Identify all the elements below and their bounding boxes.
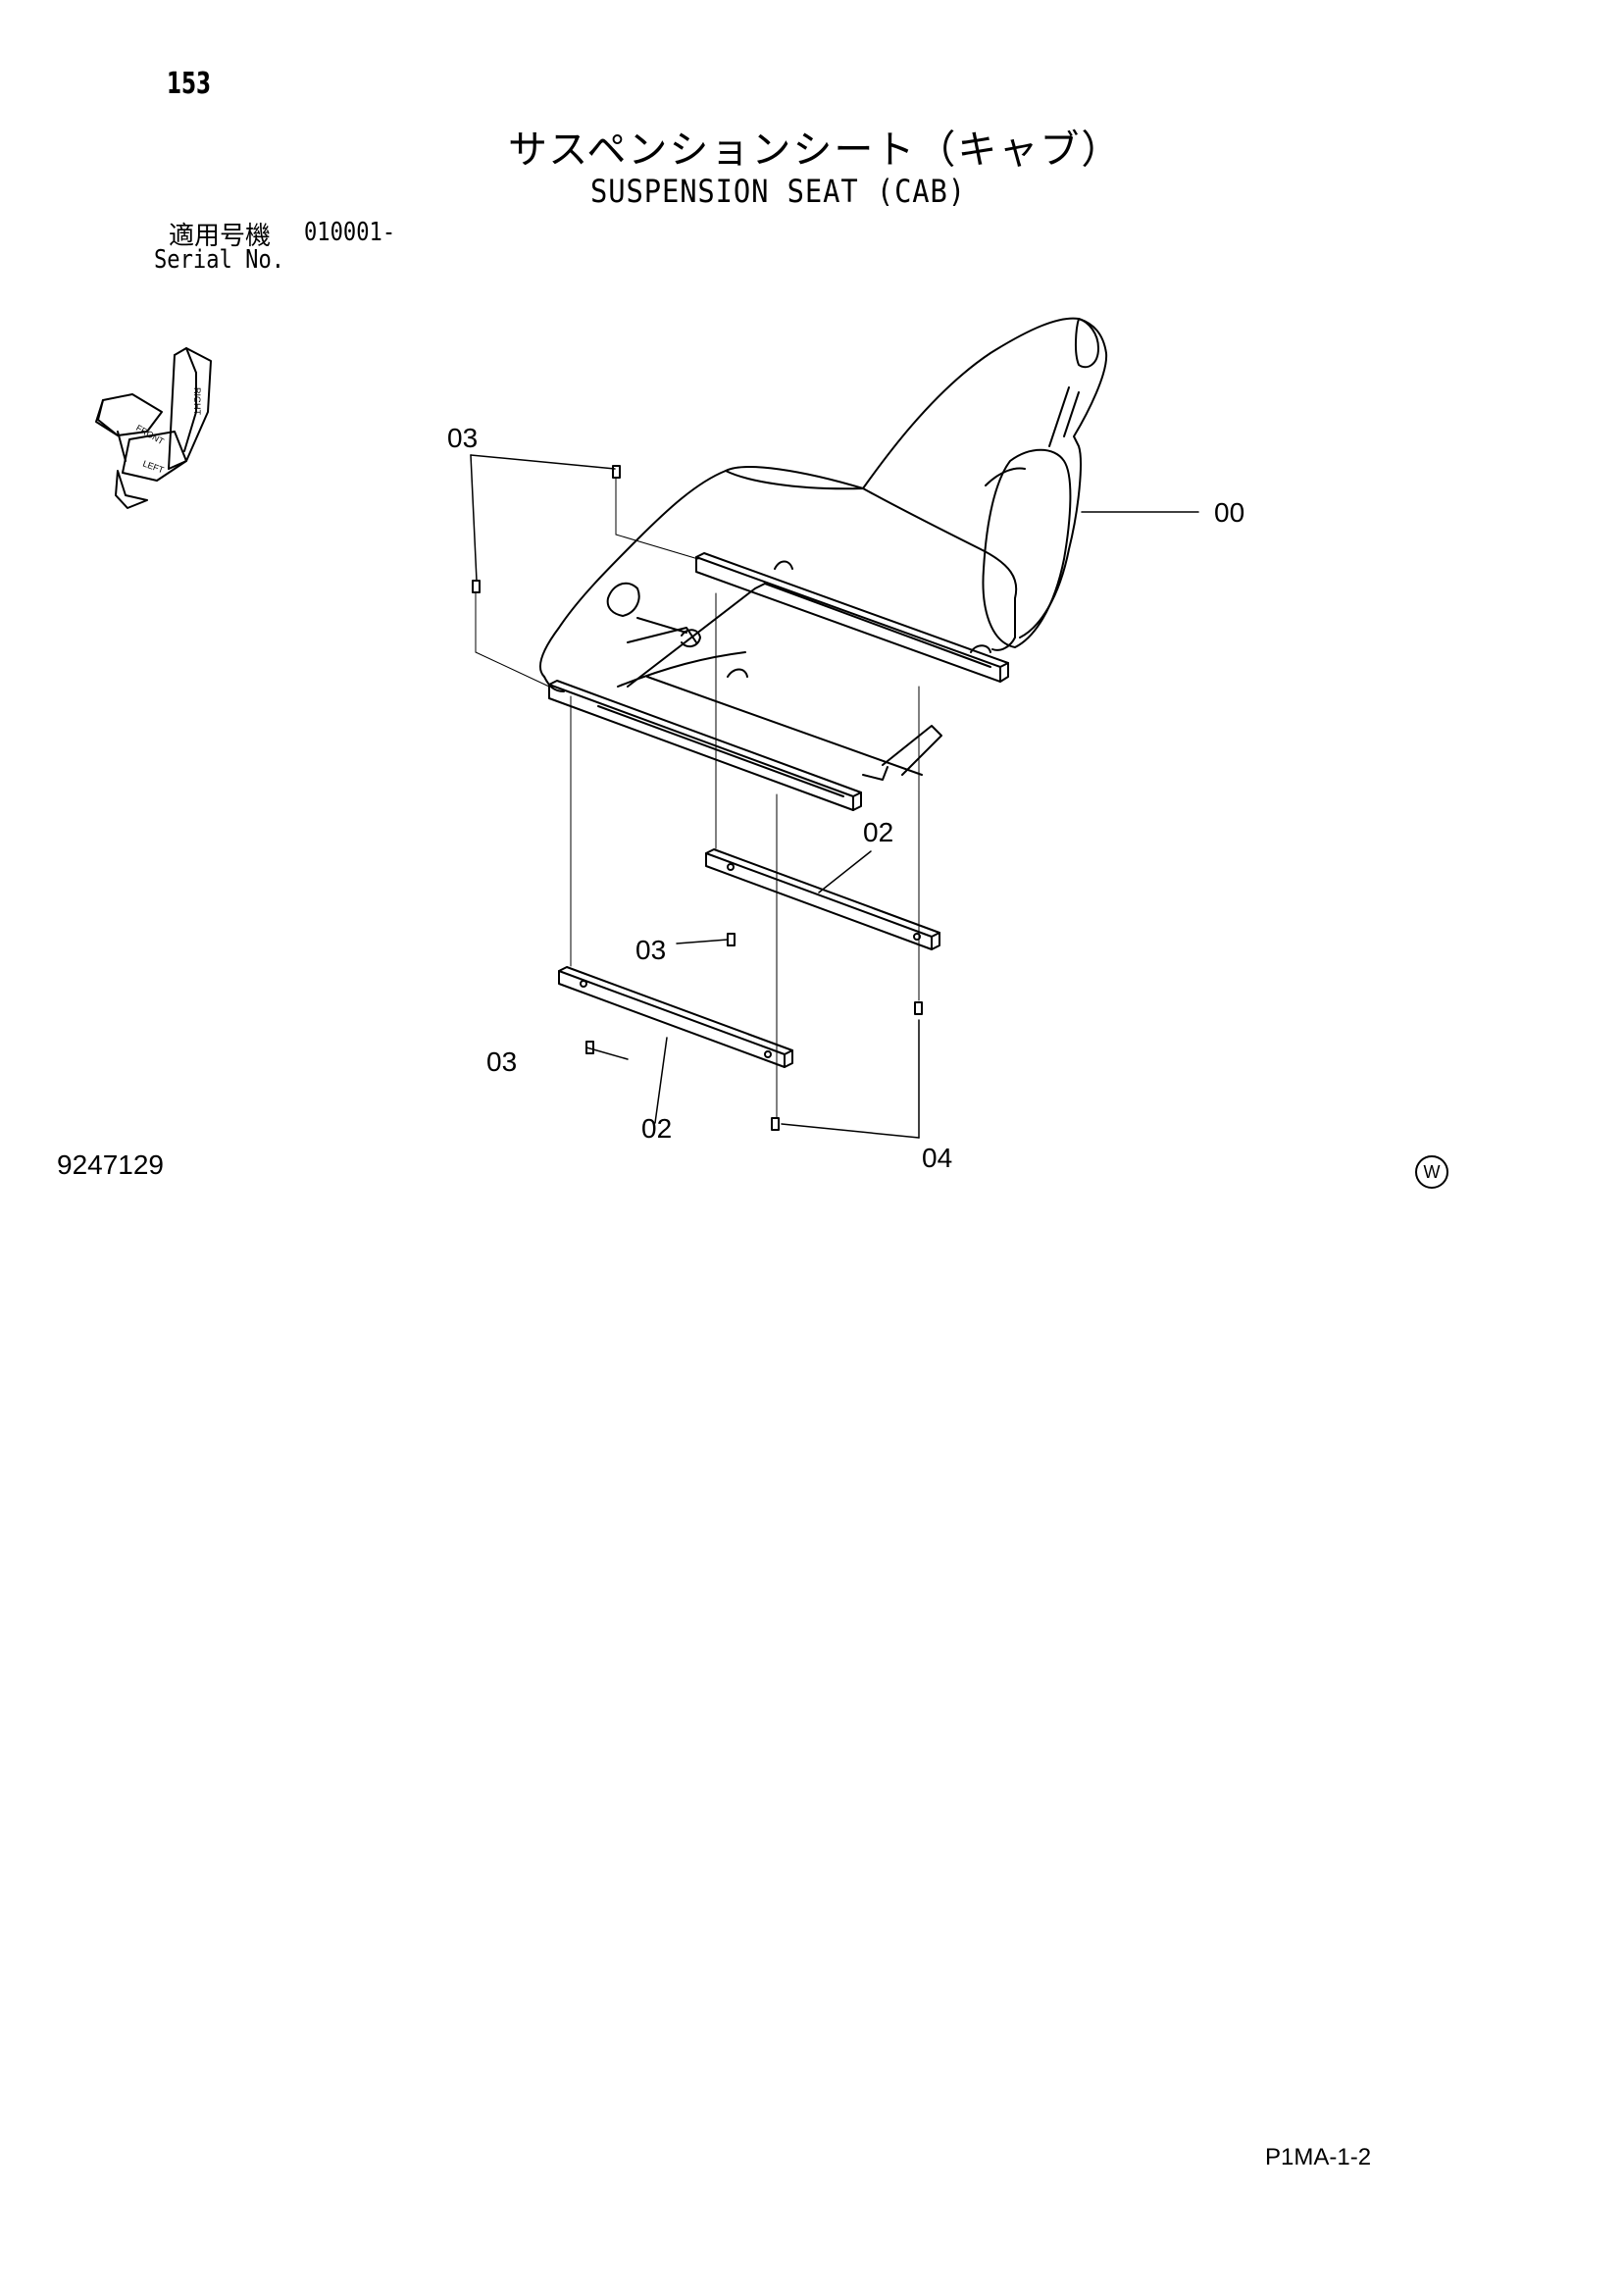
serial-label-japanese: 適用号機 <box>169 222 272 251</box>
svg-text:LEFT: LEFT <box>141 458 166 475</box>
callout-rail-upper: 02 <box>863 817 893 847</box>
svg-text:RIGHT: RIGHT <box>192 387 202 416</box>
callout-seat: 00 <box>1214 497 1244 528</box>
title-english: SUSPENSION SEAT (CAB) <box>590 173 967 210</box>
page-reference: P1MA-1-2 <box>1265 2144 1372 2170</box>
serial-value: 010001- <box>304 218 396 247</box>
callout-rail-lower: 02 <box>641 1113 672 1144</box>
callout-bolt-mid: 03 <box>635 935 666 965</box>
seat-cushion <box>539 466 1018 692</box>
page-number: 153 <box>167 67 212 101</box>
w-mark: W <box>1415 1155 1448 1189</box>
suspension-mechanism <box>606 560 991 781</box>
seat-rail-rear <box>695 552 1009 683</box>
callout-nut: 04 <box>922 1143 952 1173</box>
seat-rail-front <box>548 680 862 811</box>
mounting-rail-upper <box>705 848 940 950</box>
assembly-lines <box>475 478 920 1119</box>
callout-bolt-top: 03 <box>447 423 478 453</box>
leader-lines <box>470 454 1199 1139</box>
orientation-icon <box>95 347 212 509</box>
title-japanese: サスペンションシート（キャブ） <box>508 128 1123 173</box>
serial-label-english: Serial No. <box>154 245 285 275</box>
drawing-number: 9247129 <box>57 1149 165 1180</box>
seat-back <box>862 317 1108 648</box>
mounting-rail-lower <box>558 966 793 1068</box>
callout-bolt-low: 03 <box>486 1046 517 1077</box>
